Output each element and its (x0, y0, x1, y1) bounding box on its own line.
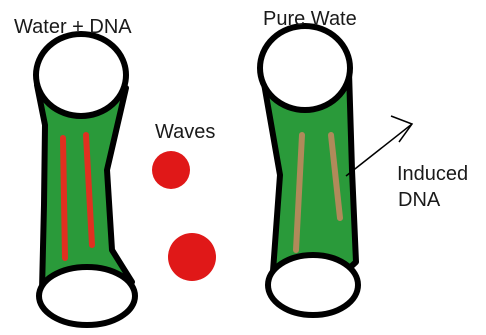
left-tube-bottom-cap (39, 267, 135, 325)
left-tube-label: Water + DNA (14, 16, 132, 38)
induced-label-line2: DNA (398, 189, 441, 211)
left-tube (36, 34, 135, 325)
left-tube-top-cap (36, 34, 126, 116)
right-tube (260, 26, 358, 315)
left-dna-strand-1 (63, 138, 65, 258)
right-tube-bottom-cap (268, 255, 358, 315)
right-tube-top-cap (260, 26, 350, 110)
induced-label-line1: Induced (397, 163, 468, 185)
right-tube-label: Pure Wate (263, 8, 357, 30)
wave-dot-2 (168, 233, 216, 281)
wave-dot-1 (152, 151, 190, 189)
waves-label: Waves (155, 121, 215, 143)
